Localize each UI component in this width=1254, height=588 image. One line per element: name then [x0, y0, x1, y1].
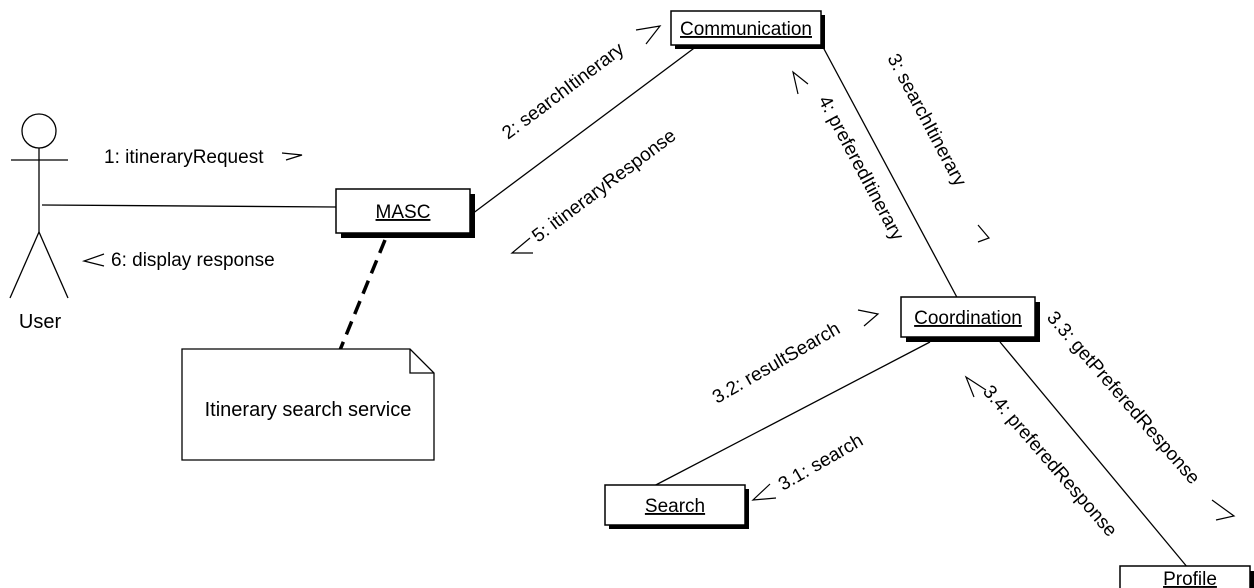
masc-box	[335, 188, 471, 234]
profile-object: Profile	[1119, 565, 1254, 588]
message-3-2-arrow	[857, 309, 880, 327]
message-3-4-arrow	[964, 375, 987, 398]
link-masc-communication	[471, 39, 706, 215]
link-coordination-profile	[999, 341, 1189, 569]
actor-head	[21, 113, 57, 149]
note: Itinerary search service	[181, 348, 435, 461]
link-user-masc	[41, 204, 337, 208]
message-5: 5: itineraryResponse	[510, 125, 680, 254]
message-4-label: 4: preferedItinerary	[814, 92, 908, 244]
message-2: 2: searchItinerary	[498, 25, 662, 144]
message-5-arrow	[510, 237, 533, 254]
coordination-box	[900, 296, 1036, 338]
message-1-arrow	[281, 152, 303, 161]
message-5-label: 5: itineraryResponse	[528, 125, 680, 247]
search-label: Search	[645, 496, 705, 517]
message-1: 1: itineraryRequest	[104, 147, 303, 168]
message-1-label: 1: itineraryRequest	[104, 147, 264, 168]
message-3-2: 3.2: resultSearch	[709, 309, 880, 408]
message-3-1-arrow	[751, 483, 777, 501]
masc-object: MASC	[335, 188, 475, 238]
message-6: 6: display response	[81, 250, 275, 271]
message-2-label: 2: searchItinerary	[498, 39, 628, 144]
message-2-arrow	[635, 25, 662, 45]
profile-label: Profile	[1163, 569, 1217, 588]
note-shape	[181, 348, 435, 461]
actor-label: User	[19, 311, 62, 333]
communication-object: Communication	[670, 10, 825, 49]
communication-label: Communication	[680, 19, 812, 40]
masc-label: MASC	[376, 202, 431, 223]
coordination-label: Coordination	[914, 308, 1022, 329]
message-3-arrow	[977, 224, 991, 243]
message-3-3-label: 3.3: getPreferedResponse	[1042, 308, 1203, 489]
message-4-arrow	[792, 70, 809, 95]
profile-box	[1119, 565, 1251, 588]
search-object: Search	[604, 484, 749, 529]
message-3: 3: searchItinerary	[883, 50, 991, 243]
message-6-arrow	[81, 253, 105, 267]
coordination-object: Coordination	[900, 296, 1040, 342]
message-3-1-label: 3.1: search	[775, 430, 867, 495]
message-3-2-label: 3.2: resultSearch	[709, 318, 844, 408]
link-coordination-search	[649, 341, 931, 489]
actor-right-leg	[38, 231, 69, 299]
message-3-1: 3.1: search	[751, 430, 867, 501]
note-text: Itinerary search service	[205, 399, 412, 421]
user-actor: User	[9, 113, 69, 333]
search-box	[604, 484, 746, 526]
actor-left-leg	[9, 231, 40, 299]
communication-box	[670, 10, 822, 46]
note-anchor-line	[338, 239, 387, 351]
link-communication-coordination	[815, 33, 961, 304]
note-fold	[409, 349, 434, 374]
message-6-label: 6: display response	[111, 250, 275, 271]
message-3-3-arrow	[1211, 499, 1236, 521]
message-3-label: 3: searchItinerary	[883, 50, 971, 190]
